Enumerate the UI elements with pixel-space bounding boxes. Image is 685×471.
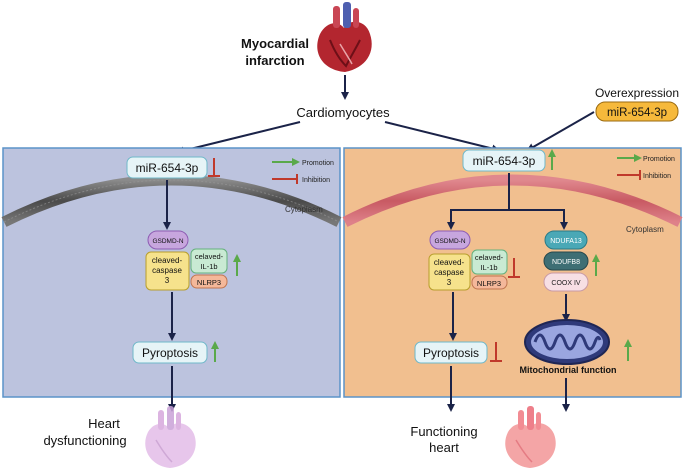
right-cox4-node — [543, 272, 589, 292]
pink-heart-icon — [505, 406, 556, 468]
right-il1b-line2: IL-1b — [480, 263, 497, 272]
right-cytoplasm-label: Cytoplasm — [626, 225, 664, 234]
right-caspase-line3: 3 — [447, 278, 452, 287]
right-inhibition-legend-label: Inhibition — [643, 173, 671, 180]
left-nlrp3-node — [190, 274, 228, 289]
right-gsdmd-label: GSDMD-N — [434, 238, 465, 245]
left-il1b-line2: IL-1b — [200, 262, 217, 271]
overexpression-label: Overexpression — [595, 86, 679, 100]
right-ndufb8-label: NDUFB8 — [552, 259, 580, 266]
right-pyroptosis-node — [414, 341, 488, 364]
right-pyroptosis-label: Pyroptosis — [423, 346, 479, 360]
overexpression-mirna-box — [595, 101, 679, 122]
left-outcome-line2: dysfunctioning — [43, 433, 126, 448]
cells-to-left-arrow — [176, 121, 301, 155]
right-mirna-label: miR-654-3p — [473, 154, 536, 168]
event-title-line2: infarction — [245, 53, 304, 68]
right-promotion-legend-label: Promotion — [643, 156, 675, 163]
left-gsdmd-node — [147, 230, 189, 250]
left-promotion-legend-label: Promotion — [302, 160, 334, 167]
right-inhibition-legend-symbol — [617, 170, 641, 180]
right-panel — [343, 147, 682, 398]
right-ndufa13-node — [544, 230, 588, 250]
left-caspase-line3: 3 — [165, 276, 170, 285]
right-caspase-node — [428, 253, 471, 291]
overexpression-mirna-label: miR-654-3p — [607, 107, 667, 119]
right-branch-connector — [451, 173, 564, 211]
right-nlrp3-node — [471, 275, 508, 290]
mitochondrion-icon — [524, 319, 610, 365]
left-inhibition-legend-label: Inhibition — [302, 177, 330, 184]
left-caspase-node — [145, 251, 190, 291]
left-gsdmd-label: GSDMD-N — [152, 238, 183, 245]
left-cytoplasm-label: Cytoplasm — [285, 205, 323, 214]
left-il1b-node — [190, 248, 228, 274]
left-mirna-inhibition-symbol — [208, 158, 220, 177]
right-membrane — [342, 174, 683, 227]
top-heart-icon — [317, 2, 372, 72]
cells-to-right-arrow — [384, 121, 500, 153]
left-nlrp3-label: NLRP3 — [197, 278, 221, 287]
right-mirna-node — [462, 149, 546, 172]
left-caspase-line2: caspase — [152, 266, 182, 275]
right-il1b-node — [471, 249, 508, 275]
left-mirna-node — [126, 156, 208, 179]
right-outcome-line2: heart — [429, 440, 459, 455]
right-proteins-inhibition-symbol — [508, 258, 520, 278]
right-ndufb8-node — [543, 251, 589, 271]
overexpression-arrow — [526, 111, 595, 151]
right-gsdmd-node — [429, 230, 471, 250]
right-caspase-line2: caspase — [434, 268, 464, 277]
left-pyroptosis-label: Pyroptosis — [142, 346, 198, 360]
right-ndufa13-label: NDUFA13 — [550, 238, 582, 245]
event-title-line1: Myocardial — [241, 36, 309, 51]
left-il1b-line1: celaved- — [195, 252, 224, 261]
left-mirna-label: miR-654-3p — [136, 161, 199, 175]
right-cox4-label: COOX IV — [551, 280, 581, 287]
faded-heart-icon — [145, 406, 196, 468]
right-pyroptosis-inhibition-symbol — [490, 342, 502, 362]
right-mito-label: Mitochondrial function — [520, 365, 617, 375]
left-outcome-line1: Heart — [88, 416, 120, 431]
left-inhibition-legend-symbol — [272, 174, 298, 184]
left-pyroptosis-node — [132, 341, 208, 364]
cardiomyocytes-label: Cardiomyocytes — [296, 105, 390, 120]
left-caspase-line1: cleaved- — [152, 256, 183, 265]
right-caspase-line1: cleaved- — [434, 258, 465, 267]
right-il1b-line1: celaved- — [475, 253, 504, 262]
right-outcome-line1: Functioning — [410, 424, 477, 439]
right-nlrp3-label: NLRP3 — [477, 279, 501, 288]
